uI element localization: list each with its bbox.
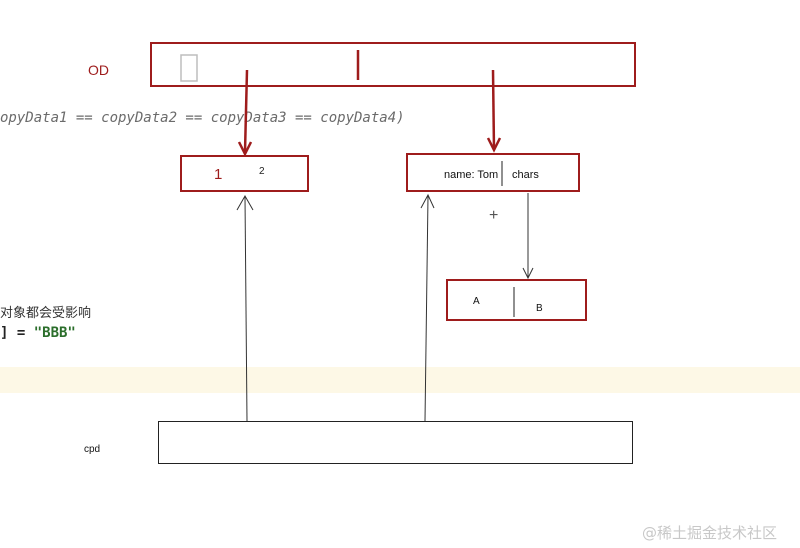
od-to-values-arrowhead <box>237 141 253 157</box>
od-to-values-arrow <box>243 69 249 153</box>
chars-field: chars <box>512 169 539 181</box>
values-box <box>180 155 309 192</box>
value-2: 2 <box>259 166 265 177</box>
code-assignment: ] = "BBB" <box>0 325 76 341</box>
od-to-object-arrowhead <box>486 137 502 153</box>
code-comment: 对象都会受影响 <box>0 306 92 321</box>
od-to-object-arrow <box>491 69 496 151</box>
value-1: 1 <box>214 166 223 183</box>
code-line-comparison: opyData1 == copyData2 == copyData3 == co… <box>0 110 405 126</box>
char-a: A <box>473 296 480 307</box>
name-field: name: Tom <box>444 169 499 181</box>
od-box <box>150 42 636 87</box>
od-slot-marker <box>180 54 198 82</box>
object-to-chars-arrowhead <box>522 267 534 280</box>
cpd-box <box>158 421 633 464</box>
plus-sign: + <box>489 207 499 224</box>
object-box <box>406 153 580 192</box>
cpd-to-values-arrowhead <box>236 194 254 211</box>
cpd-label: cpd <box>84 444 101 455</box>
current-line-highlight <box>0 367 800 393</box>
code-string-literal: "BBB" <box>33 325 76 341</box>
watermark: @稀土掘金技术社区 <box>642 524 778 542</box>
od-label: OD <box>88 62 109 78</box>
char-b: B <box>536 303 543 314</box>
chars-box <box>446 279 587 321</box>
cpd-to-values-arrow <box>244 196 248 422</box>
code-assignment-prefix: ] = <box>0 325 34 341</box>
cpd-to-object-arrow <box>424 195 429 422</box>
cpd-to-object-arrowhead <box>420 193 435 209</box>
